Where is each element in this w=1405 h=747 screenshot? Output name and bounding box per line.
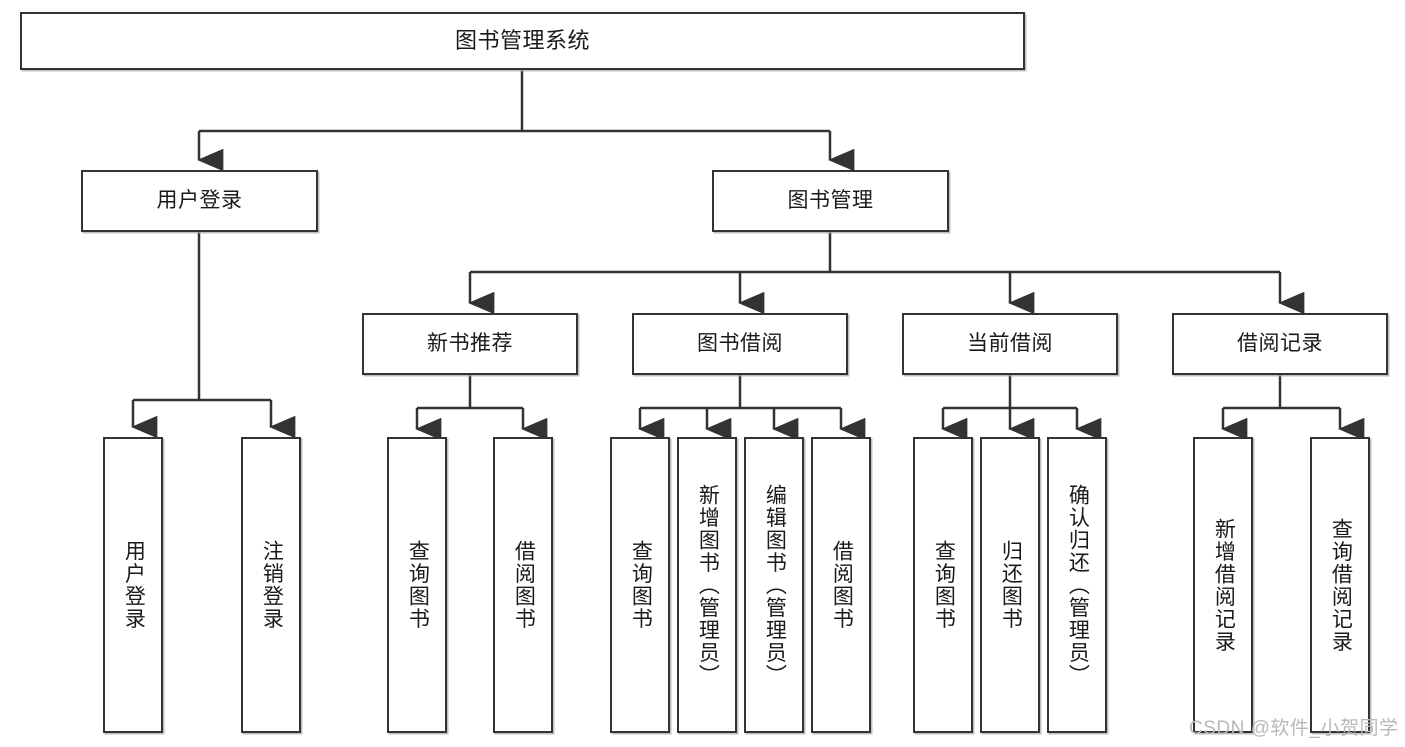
leaf-query-book-borrow[interactable]: 查询图书 [610, 437, 670, 733]
node-new-book-recommend[interactable]: 新书推荐 [362, 313, 578, 375]
node-label: 借阅图书 [830, 540, 854, 630]
node-label: 当前借阅 [967, 332, 1053, 356]
node-label: 用户登录 [156, 189, 243, 213]
node-label: 图书借阅 [697, 332, 783, 356]
leaf-query-book-recommend[interactable]: 查询图书 [387, 437, 447, 733]
node-label: 图书管理 [787, 189, 874, 213]
node-label: 图书管理系统 [454, 27, 590, 53]
node-book-management[interactable]: 图书管理 [712, 170, 949, 232]
node-label: 确认归还（管理员） [1066, 483, 1090, 687]
node-label: 借阅记录 [1237, 332, 1323, 356]
node-label: 查询图书 [406, 540, 430, 630]
leaf-return-book[interactable]: 归还图书 [980, 437, 1040, 733]
node-label: 查询借阅记录 [1329, 517, 1353, 653]
node-user-login[interactable]: 用户登录 [81, 170, 318, 232]
node-label: 新书推荐 [427, 332, 513, 356]
node-label: 新增借阅记录 [1212, 517, 1236, 653]
node-label: 新增图书（管理员） [696, 483, 720, 687]
leaf-logout-login[interactable]: 注销登录 [241, 437, 301, 733]
leaf-borrow-book[interactable]: 借阅图书 [811, 437, 871, 733]
leaf-query-book-current[interactable]: 查询图书 [913, 437, 973, 733]
leaf-add-book[interactable]: 新增图书（管理员） [677, 437, 737, 733]
node-book-borrow[interactable]: 图书借阅 [632, 313, 848, 375]
node-label: 编辑图书（管理员） [763, 483, 787, 687]
leaf-edit-book[interactable]: 编辑图书（管理员） [744, 437, 804, 733]
leaf-add-borrow-record[interactable]: 新增借阅记录 [1193, 437, 1253, 733]
csdn-watermark: CSDN @软件_小贺同学 [1189, 718, 1399, 739]
node-label: 归还图书 [999, 540, 1023, 630]
leaf-borrow-book-recommend[interactable]: 借阅图书 [493, 437, 553, 733]
node-root-book-management-system[interactable]: 图书管理系统 [20, 12, 1025, 70]
node-label: 借阅图书 [512, 540, 536, 630]
node-label: 查询图书 [629, 540, 653, 630]
node-label: 注销登录 [260, 540, 284, 630]
node-current-borrow[interactable]: 当前借阅 [902, 313, 1118, 375]
leaf-confirm-return[interactable]: 确认归还（管理员） [1047, 437, 1107, 733]
leaf-query-borrow-record[interactable]: 查询借阅记录 [1310, 437, 1370, 733]
node-label: 用户登录 [122, 540, 146, 630]
node-borrow-record[interactable]: 借阅记录 [1172, 313, 1388, 375]
node-label: 查询图书 [932, 540, 956, 630]
leaf-user-login[interactable]: 用户登录 [103, 437, 163, 733]
